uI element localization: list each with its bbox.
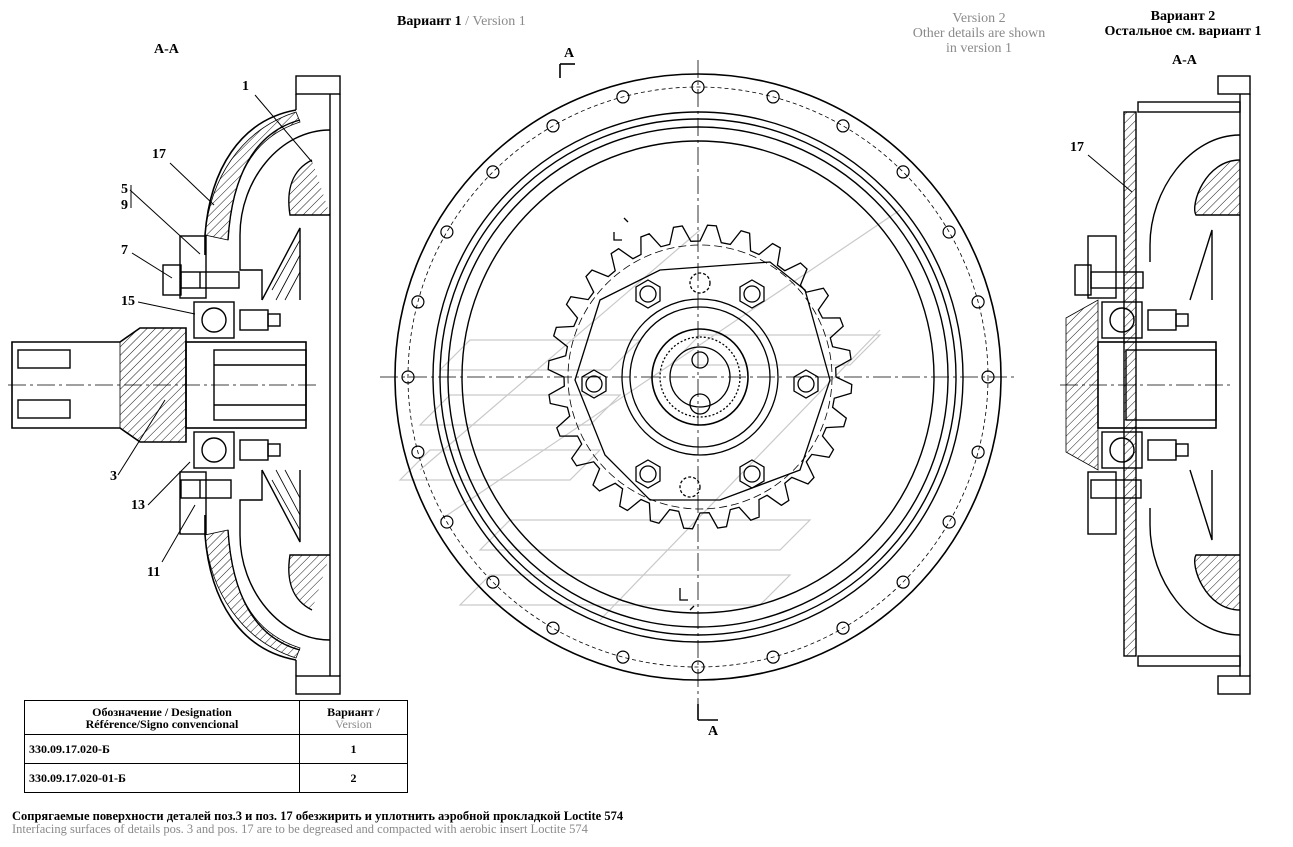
- bolt-hole: [546, 119, 560, 133]
- variant2-ru-block: Вариант 2 Остальное см. вариант 1: [1080, 9, 1286, 39]
- bolt-hole: [411, 295, 425, 309]
- right-section-view: [1060, 75, 1251, 695]
- table-header-row: Обозначение / Designation Référence/Sign…: [24, 700, 408, 735]
- bolt-hole: [896, 575, 910, 589]
- bolt-circle-holes: [401, 80, 995, 674]
- callout-13: 13: [131, 498, 145, 513]
- bolt-hole: [836, 621, 850, 635]
- header-designation-line-1: Обозначение / Designation: [92, 704, 232, 719]
- cut-label-bottom: A: [708, 724, 719, 739]
- variant2-en-block: Version 2 Other details are shown in ver…: [895, 11, 1063, 56]
- bolt-hole: [486, 575, 500, 589]
- header-designation: Обозначение / Designation Référence/Sign…: [24, 700, 300, 735]
- note-ru: Сопрягаемые поверхности деталей поз.3 и …: [12, 809, 624, 823]
- bolt-hole: [486, 165, 500, 179]
- variant1-en: / Version 1: [465, 14, 526, 29]
- header-variant-line-2: Version: [335, 716, 372, 731]
- callout-17: 17: [152, 147, 166, 162]
- watermark-logo: [398, 209, 901, 621]
- callout-right-17: 17: [1070, 140, 1084, 155]
- bolt-hole: [401, 370, 415, 384]
- bolt-hole: [971, 295, 985, 309]
- sprocket: [547, 217, 853, 611]
- row-variant: 2: [299, 763, 408, 793]
- callout-7: 7: [121, 243, 128, 258]
- bolt-hole: [691, 660, 705, 674]
- variant2-en-line-3: in version 1: [945, 41, 1013, 56]
- bolt-hole: [440, 515, 454, 529]
- bolt-hole: [836, 119, 850, 133]
- bolt-hole: [616, 650, 630, 664]
- bolt-hole: [440, 225, 454, 239]
- row-designation: 330.09.17.020-01-Б: [24, 763, 300, 793]
- bolt-hole: [616, 90, 630, 104]
- callout-5: 5: [121, 182, 128, 197]
- bolt-hole: [896, 165, 910, 179]
- header-variant: Вариант / Version: [299, 700, 408, 735]
- table-row: 330.09.17.020-01-Б 2: [24, 763, 408, 793]
- bolt-hole: [546, 621, 560, 635]
- callout-11: 11: [147, 565, 161, 580]
- front-view-flange: [380, 60, 1015, 721]
- bolt-hole: [971, 445, 985, 459]
- header-designation-line-2: Référence/Signo convencional: [85, 716, 239, 731]
- section-label-right: A-A: [1172, 53, 1197, 68]
- designation-table: Обозначение / Designation Référence/Sign…: [24, 700, 408, 793]
- variant2-en-line-2: Other details are shown: [912, 26, 1046, 41]
- bolt-hole: [691, 80, 705, 94]
- callout-3: 3: [110, 469, 117, 484]
- table-row: 330.09.17.020-Б 1: [24, 734, 408, 764]
- row-variant: 1: [299, 734, 408, 764]
- bolt-hole: [942, 225, 956, 239]
- bolt-hole: [766, 90, 780, 104]
- cut-label-top: A: [564, 46, 575, 61]
- row-designation: 330.09.17.020-Б: [24, 734, 300, 764]
- header-variant-line-1: Вариант /: [327, 704, 380, 719]
- bolt-hole: [766, 650, 780, 664]
- variant1-title: Вариант 1 / Version 1: [397, 14, 526, 29]
- variant2-ru-line-2: Остальное см. вариант 1: [1104, 24, 1262, 39]
- bolt-hole: [411, 445, 425, 459]
- left-section-view: [8, 75, 341, 695]
- section-label-left: A-A: [154, 42, 179, 57]
- variant2-ru-line-1: Вариант 2: [1150, 9, 1216, 24]
- callout-9: 9: [121, 198, 128, 213]
- callout-1: 1: [242, 79, 249, 94]
- variant2-en-line-1: Version 2: [952, 11, 1006, 26]
- variant1-ru: Вариант 1: [397, 14, 462, 29]
- bolt-hole: [981, 370, 995, 384]
- bolt-hole: [942, 515, 956, 529]
- notes-block: Сопрягаемые поверхности деталей поз.3 и …: [12, 810, 623, 836]
- note-en: Interfacing surfaces of details pos. 3 a…: [12, 822, 588, 836]
- callout-15: 15: [121, 294, 135, 309]
